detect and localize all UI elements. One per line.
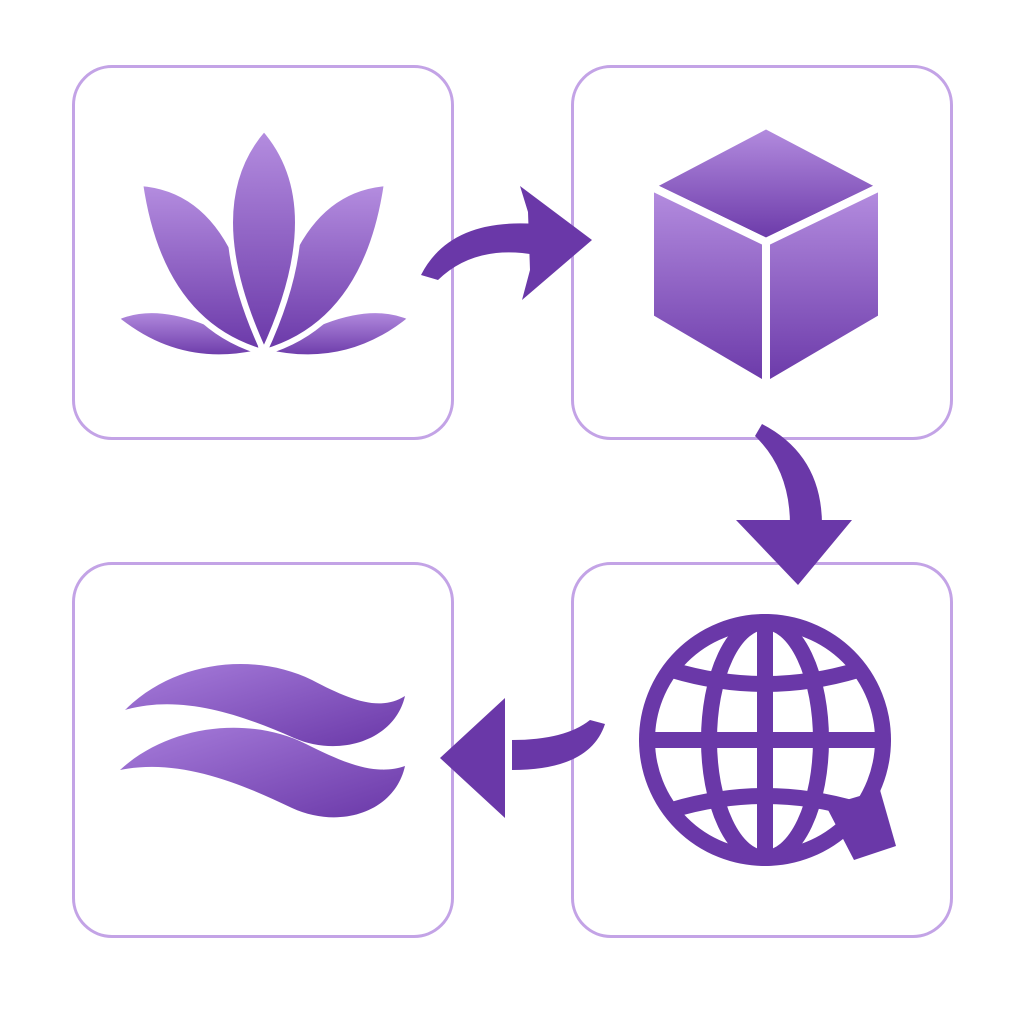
- cube-icon: [646, 121, 886, 390]
- curved-arrow-down-icon: [736, 424, 852, 585]
- curved-arrow-left-icon: [440, 698, 605, 818]
- curved-arrow-right-icon: [421, 186, 592, 300]
- waves-icon: [120, 664, 405, 818]
- lotus-flower-icon: [112, 125, 415, 361]
- globe-arrow-head-icon: [826, 790, 896, 860]
